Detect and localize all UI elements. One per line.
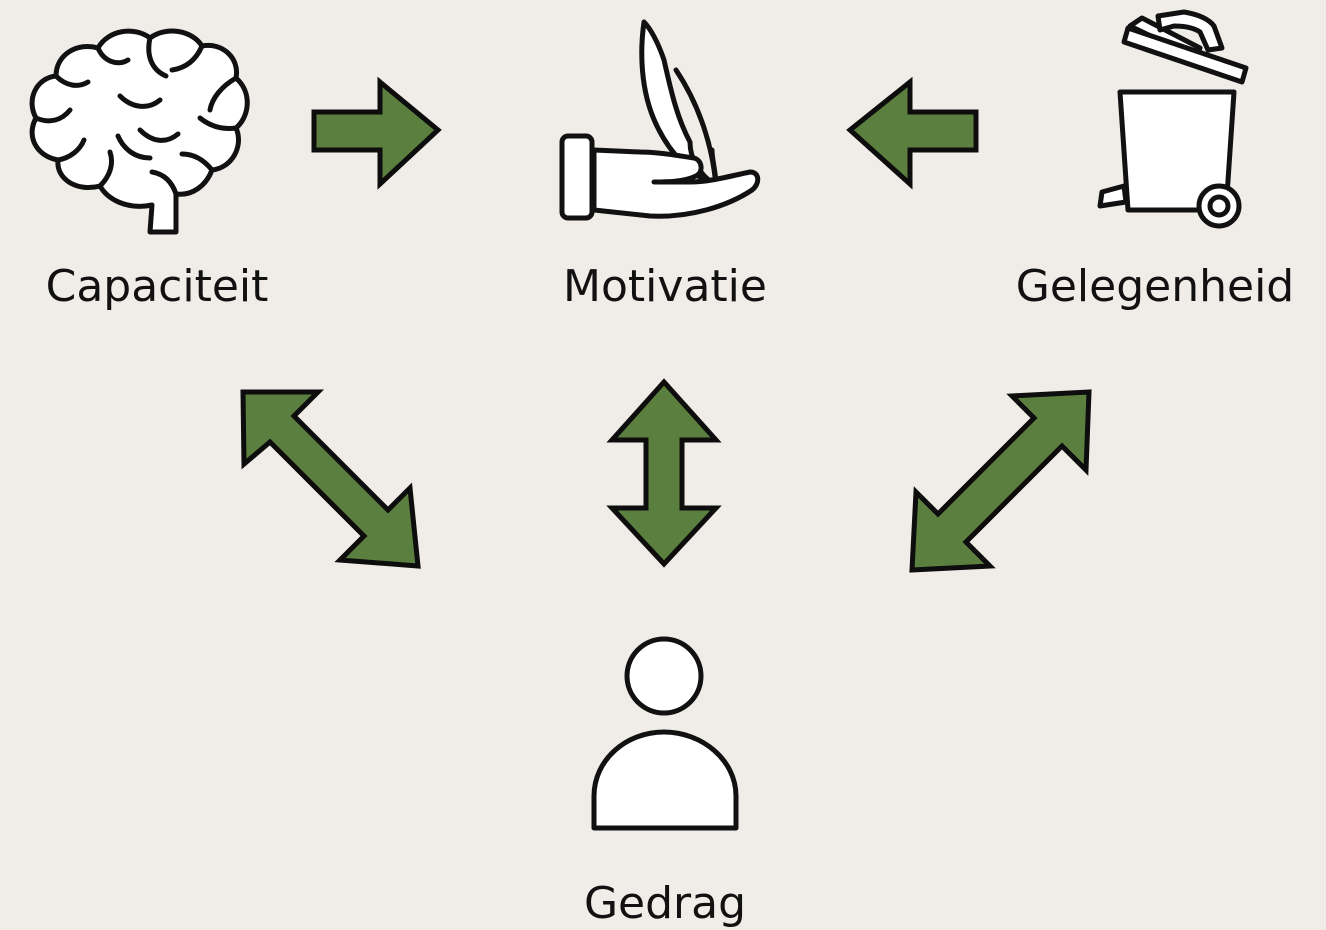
capacity-label: Capaciteit (45, 261, 269, 312)
arrow-opportunity-behavior (909, 389, 1092, 573)
opportunity-label: Gelegenheid (1015, 261, 1295, 312)
arrow-capacity-to-motivation (311, 76, 442, 190)
person-icon (591, 636, 739, 831)
trash-bin-icon (1097, 9, 1249, 229)
arrow-capacity-behavior (240, 389, 421, 569)
hand-holding-plant-icon (559, 19, 761, 221)
motivation-label: Motivatie (563, 261, 767, 312)
arrow-opportunity-to-motivation (846, 76, 979, 190)
behavior-label: Gedrag (583, 878, 747, 929)
arrow-motivation-behavior (606, 378, 722, 568)
brain-icon (29, 28, 250, 235)
